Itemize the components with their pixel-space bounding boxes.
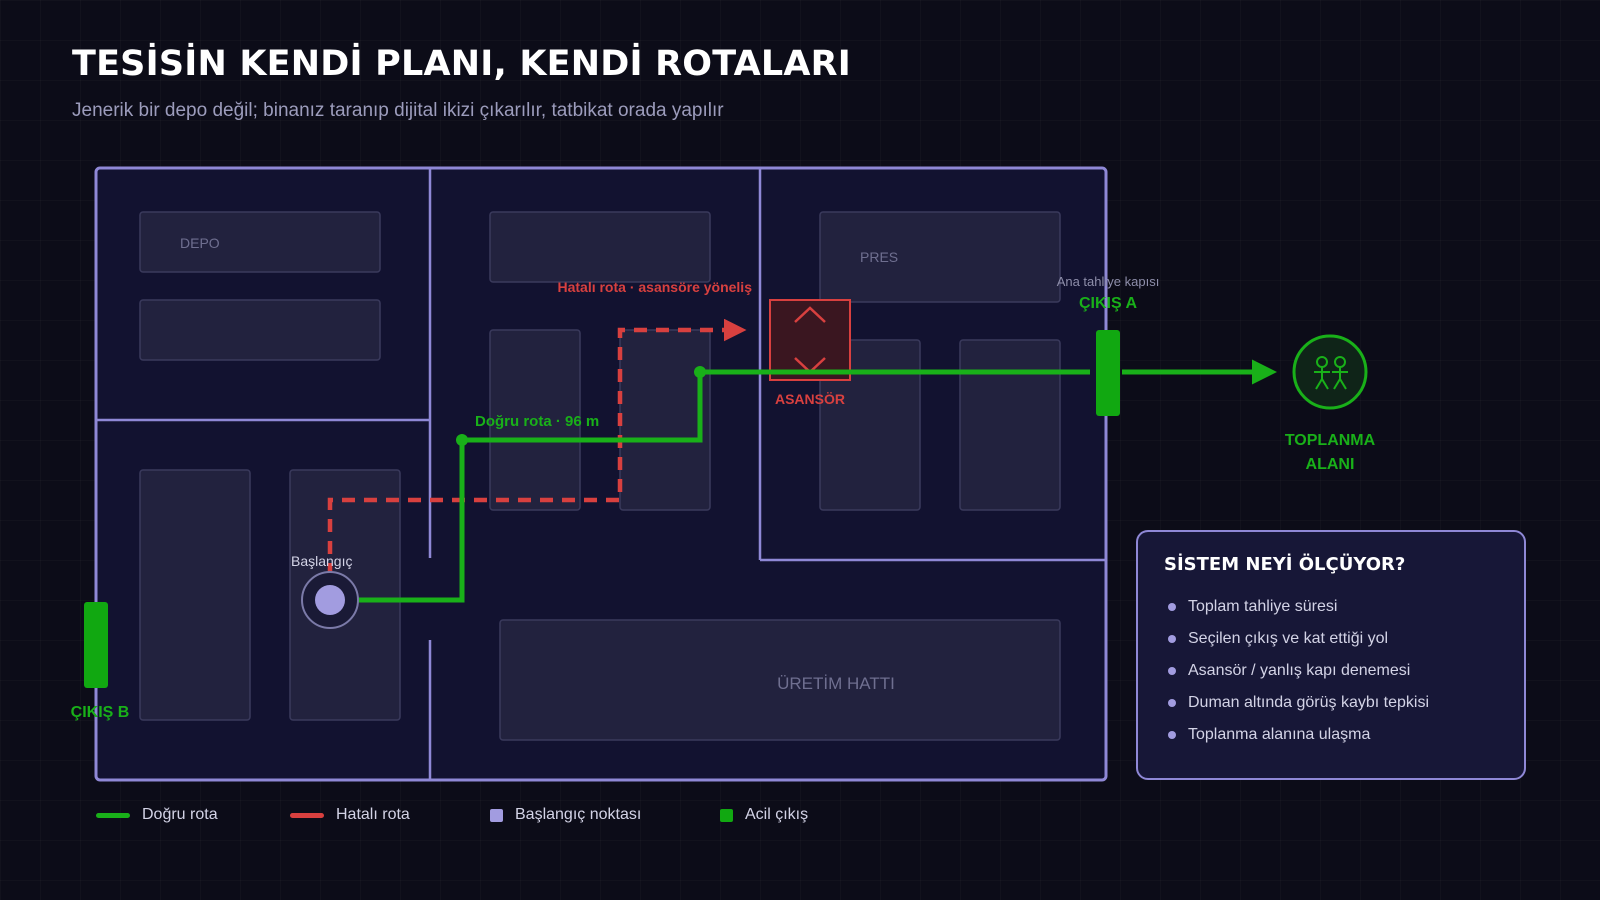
fixture (139, 299, 381, 361)
assembly-label-1: TOPLANMA (1285, 432, 1376, 449)
fixture (619, 329, 711, 511)
metrics-list-item: Seçilen çıkış ve kat ettiği yol (1164, 623, 1498, 655)
metrics-list-item: Toplam tahliye süresi (1164, 591, 1498, 623)
room-depo (139, 211, 381, 273)
exit-b-label: ÇIKIŞ B (71, 704, 130, 721)
start-label: Başlangıç (291, 553, 352, 569)
assembly-area-icon (1292, 334, 1368, 410)
bullet-icon (1168, 603, 1176, 611)
correct-route (330, 369, 1090, 603)
fixture (959, 339, 1061, 511)
wrong-route-label: Hatalı rota · asansöre yöneliş (557, 279, 752, 295)
legend: Doğru rota Hatalı rota Başlangıç noktası… (0, 806, 1600, 836)
metrics-list-item: Duman altında görüş kaybı tepkisi (1164, 687, 1498, 719)
fixture (489, 211, 711, 283)
metrics-list-item: Asansör / yanlış kapı denemesi (1164, 655, 1498, 687)
page-title: TESİSİN KENDİ PLANI, KENDİ ROTALARI (72, 44, 852, 84)
bullet-icon (1168, 667, 1176, 675)
elevator-label: ASANSÖR (775, 391, 845, 407)
assembly-label-2: ALANI (1306, 456, 1355, 473)
fixtures (139, 211, 1061, 741)
legend-wrong-route: Hatalı rota (290, 806, 410, 824)
bullet-icon (1168, 635, 1176, 643)
room-pres (819, 211, 1061, 303)
legend-red-line-icon (290, 812, 324, 818)
room-label-uretim: ÜRETİM HATTI (777, 674, 895, 693)
elevator-up-icon (794, 306, 826, 323)
correct-route-label: Doğru rota · 96 m (475, 413, 599, 430)
metrics-list: Toplam tahliye süresi Seçilen çıkış ve k… (1164, 591, 1498, 751)
wrong-route (327, 318, 747, 598)
legend-green-line-icon (96, 812, 130, 818)
elevator-box (769, 299, 851, 381)
legend-emergency-exit: Acil çıkış (720, 806, 808, 824)
exit-a-label: ÇIKIŞ A (1079, 295, 1138, 312)
fixture (489, 329, 581, 511)
legend-green-square-icon (720, 808, 733, 822)
bullet-icon (1168, 731, 1176, 739)
start-point (301, 571, 359, 629)
page-subtitle: Jenerik bir depo değil; binanız taranıp … (72, 100, 724, 121)
route-waypoint (456, 434, 468, 446)
room-label-depo: DEPO (180, 235, 220, 251)
metrics-panel-title: SİSTEM NEYİ ÖLÇÜYOR? (1164, 554, 1406, 575)
exit-a-caption: Ana tahliye kapısı (1057, 274, 1160, 289)
legend-correct-route: Doğru rota (96, 806, 218, 824)
interior-walls (96, 168, 1106, 780)
bullet-icon (1168, 699, 1176, 707)
exit-b-door (84, 602, 108, 688)
legend-purple-square-icon (490, 808, 503, 822)
route-waypoint (694, 366, 706, 378)
elevator (769, 299, 851, 381)
metrics-panel: SİSTEM NEYİ ÖLÇÜYOR? Toplam tahliye süre… (1136, 530, 1526, 780)
fixture (819, 339, 921, 511)
metrics-list-item: Toplanma alanına ulaşma (1164, 719, 1498, 751)
fixture (139, 469, 251, 721)
room-label-pres: PRES (860, 249, 898, 265)
exit-a-door (1096, 330, 1120, 416)
legend-start-point: Başlangıç noktası (490, 806, 641, 824)
room-uretim (499, 619, 1061, 741)
